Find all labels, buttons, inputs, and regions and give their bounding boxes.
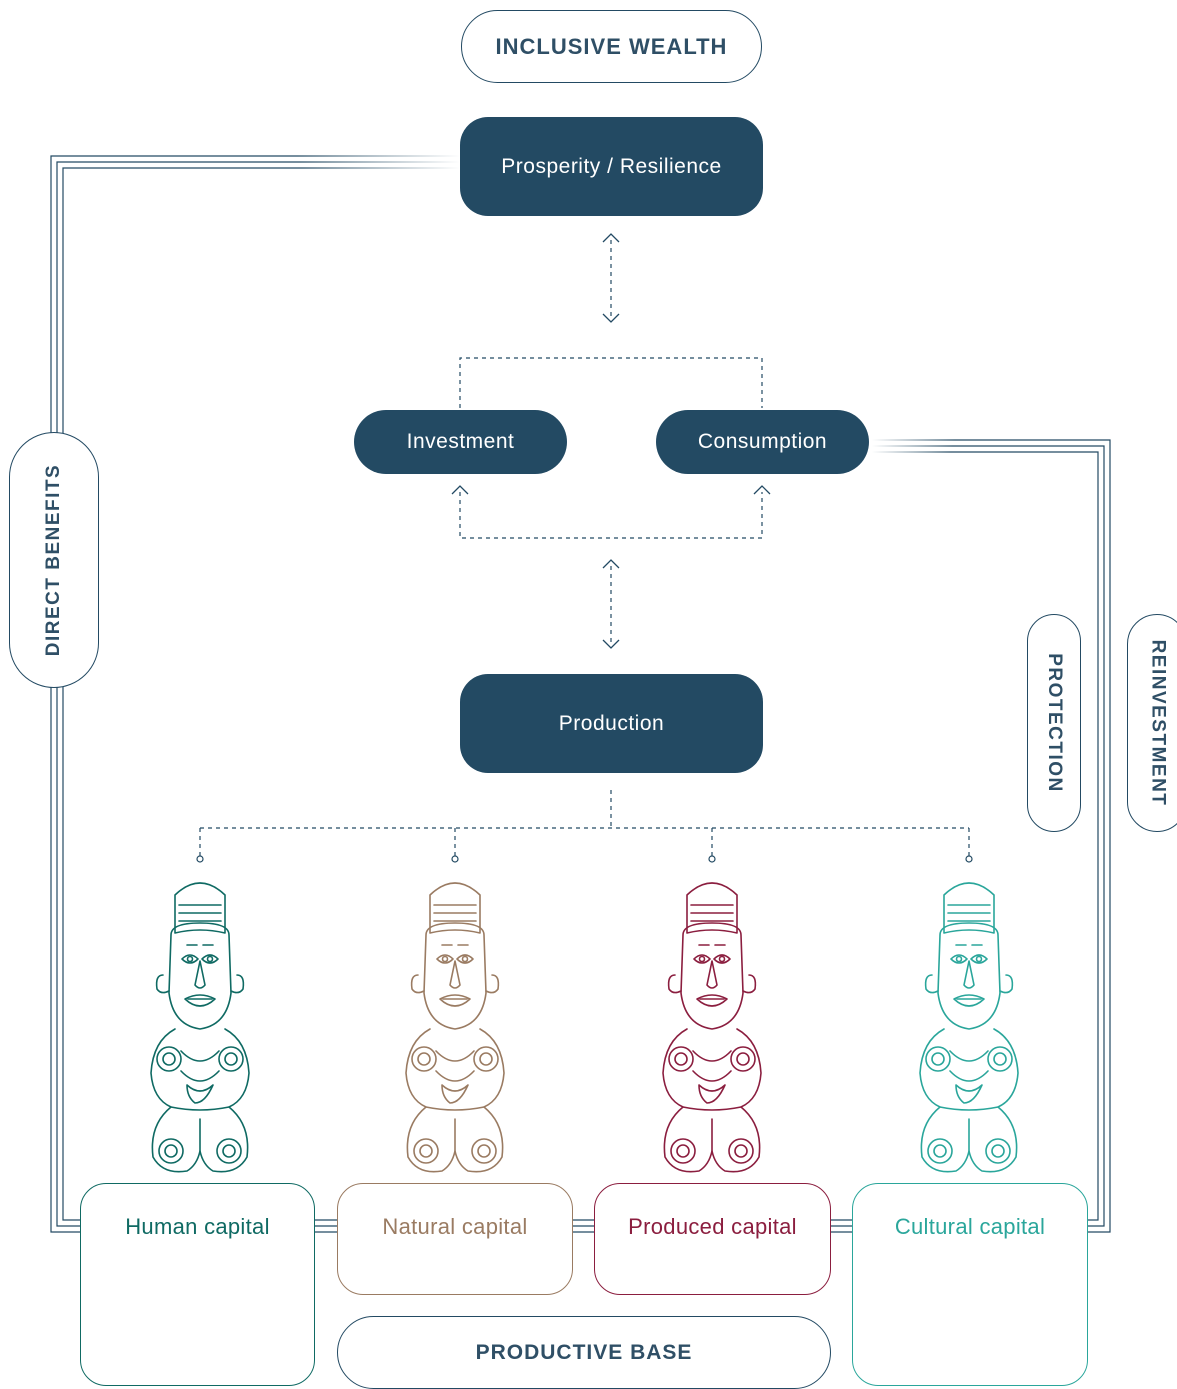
investment-label: Investment [406, 430, 515, 453]
protection-label: PROTECTION [1044, 653, 1065, 793]
production-box: Production [460, 674, 763, 773]
human-capital-label: Human capital [125, 1214, 270, 1239]
protection-pill: PROTECTION [1027, 614, 1081, 832]
arrow-up-icon [451, 485, 469, 495]
produced-capital-label: Produced capital [628, 1214, 797, 1239]
direct-benefits-frame [50, 155, 460, 1233]
arrow-up-icon [753, 485, 771, 495]
inclusive-wealth-label: INCLUSIVE WEALTH [495, 33, 728, 59]
direct-benefits-pill: DIRECT BENEFITS [9, 432, 99, 688]
human-capital-box: Human capital [80, 1183, 315, 1386]
productive-base-label: PRODUCTIVE BASE [475, 1340, 693, 1364]
connector-dot-icon [451, 855, 459, 863]
reinvestment-frame [872, 439, 1111, 1233]
tiki-figure-icon [662, 882, 762, 1173]
arrow-up-icon [602, 233, 620, 243]
capital-connectors [315, 1219, 852, 1233]
productive-base-box: PRODUCTIVE BASE [337, 1316, 831, 1389]
cultural-capital-label: Cultural capital [894, 1214, 1046, 1239]
arrow-up-icon [602, 559, 620, 569]
investment-box: Investment [354, 410, 567, 474]
reinvestment-pill: REINVESTMENT [1127, 614, 1177, 832]
produced-capital-box: Produced capital [594, 1183, 831, 1295]
connector-dot-icon [196, 855, 204, 863]
cultural-capital-box: Cultural capital [852, 1183, 1088, 1386]
tiki-figure-icon [150, 882, 250, 1173]
reinvestment-label: REINVESTMENT [1147, 639, 1169, 807]
consumption-label: Consumption [697, 430, 828, 453]
direct-benefits-label: DIRECT BENEFITS [43, 463, 65, 657]
natural-capital-box: Natural capital [337, 1183, 573, 1295]
arrow-down-icon [602, 639, 620, 649]
production-label: Production [558, 711, 665, 735]
connector-dot-icon [708, 855, 716, 863]
consumption-box: Consumption [656, 410, 869, 474]
arrow-down-icon [602, 313, 620, 323]
inclusive-wealth-title: INCLUSIVE WEALTH [461, 10, 762, 83]
prosperity-resilience-box: Prosperity / Resilience [460, 117, 763, 216]
natural-capital-label: Natural capital [382, 1214, 528, 1239]
tiki-figure-icon [919, 882, 1019, 1173]
dashed-flow-lines [199, 240, 970, 856]
prosperity-resilience-label: Prosperity / Resilience [501, 154, 722, 178]
connector-dot-icon [965, 855, 973, 863]
tiki-figure-icon [405, 882, 505, 1173]
